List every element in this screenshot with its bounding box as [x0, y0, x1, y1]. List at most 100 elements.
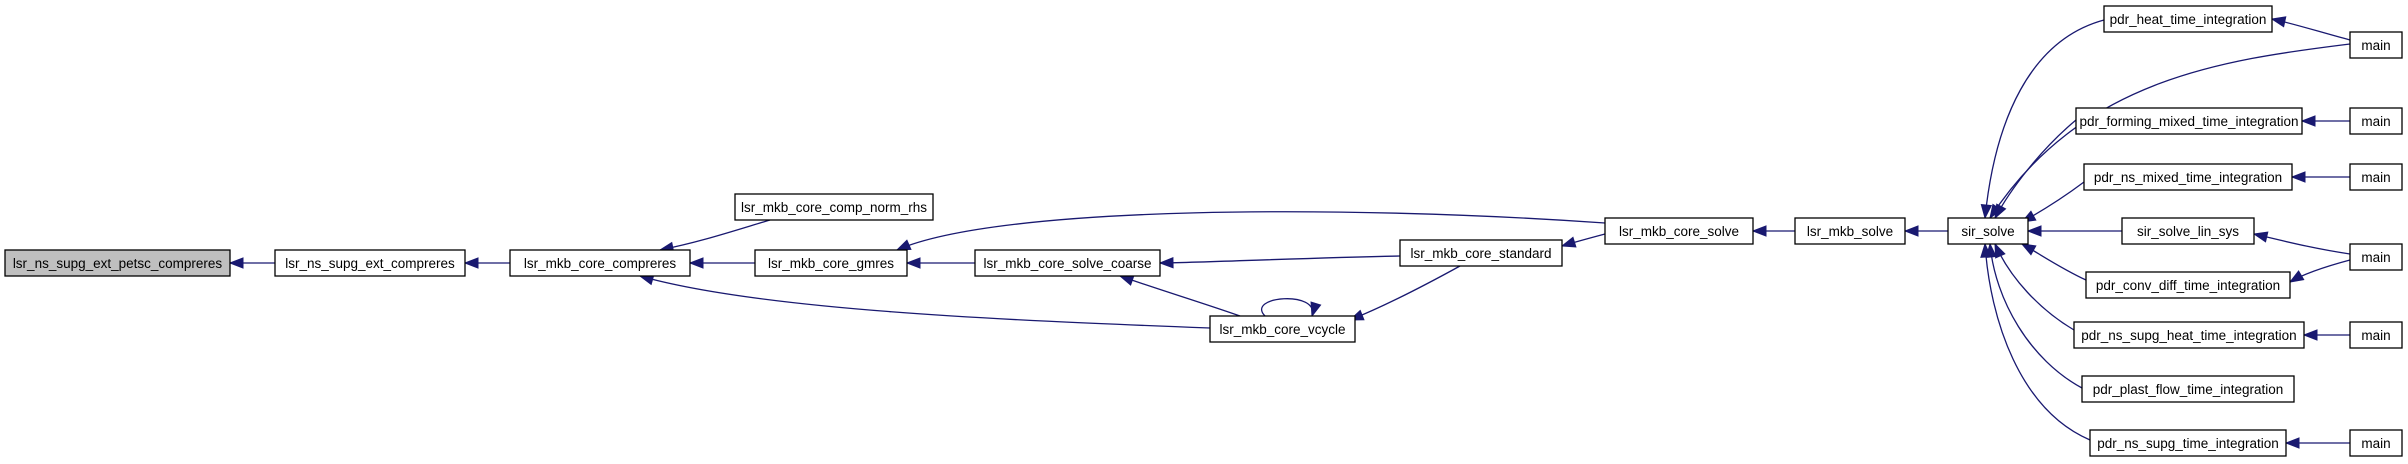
- call-edge-n12-to-n10: [1994, 119, 2077, 220]
- function-node-lsr-mkb-core-standard[interactable]: lsr_mkb_core_standard: [1399, 239, 1563, 267]
- function-node-lsr-ns-supg-ext-petsc-compreres[interactable]: lsr_ns_supg_ext_petsc_compreres: [4, 249, 231, 277]
- call-edge-n10-to-n9: [1903, 225, 1948, 237]
- call-edge-n13-to-n10: [2020, 181, 2085, 223]
- node-label: main: [2361, 436, 2390, 451]
- node-label: pdr_heat_time_integration: [2110, 12, 2267, 27]
- function-node-main[interactable]: main: [2349, 429, 2403, 457]
- node-box: [2089, 429, 2287, 457]
- edge-line: [1984, 243, 2091, 441]
- function-node-lsr-mkb-solve[interactable]: lsr_mkb_solve: [1794, 217, 1906, 245]
- arrowhead-icon: [2288, 270, 2305, 283]
- node-label: pdr_ns_mixed_time_integration: [2094, 170, 2282, 185]
- call-edge-n14-to-n10: [2026, 225, 2122, 237]
- node-box: [4, 249, 231, 277]
- call-edge-n2-to-n1: [463, 257, 510, 269]
- node-label: lsr_mkb_core_solve_coarse: [983, 256, 1151, 271]
- arrowhead-icon: [228, 257, 244, 269]
- node-box: [2121, 217, 2255, 245]
- arrowhead-icon: [2020, 243, 2037, 256]
- arrowhead-icon: [2284, 437, 2300, 449]
- function-node-pdr-heat-time-integration[interactable]: pdr_heat_time_integration: [2103, 5, 2273, 33]
- call-edge-n4-to-n2: [688, 257, 755, 269]
- function-node-main[interactable]: main: [2349, 163, 2403, 191]
- arrowhead-icon: [1980, 242, 1992, 258]
- call-edge-n11-to-n10: [1980, 19, 2105, 220]
- function-node-lsr-mkb-core-comp-norm-rhs[interactable]: lsr_mkb_core_comp_norm_rhs: [734, 193, 934, 221]
- edge-line: [1984, 19, 2105, 219]
- call-edge-n9-to-n8: [1751, 225, 1795, 237]
- function-node-lsr-mkb-core-gmres[interactable]: lsr_mkb_core_gmres: [754, 249, 908, 277]
- edge-line: [1349, 265, 1461, 321]
- edge-line: [1261, 298, 1314, 317]
- arrowhead-icon: [1994, 242, 2006, 259]
- arrowhead-icon: [2302, 329, 2318, 341]
- arrowhead-icon: [1903, 225, 1919, 237]
- function-node-main[interactable]: main: [2349, 243, 2403, 271]
- function-node-lsr-mkb-core-compreres[interactable]: lsr_mkb_core_compreres: [509, 249, 691, 277]
- function-node-lsr-mkb-core-solve-coarse[interactable]: lsr_mkb_core_solve_coarse: [974, 249, 1161, 277]
- call-edge-n22-to-n14: [2252, 231, 2351, 255]
- call-edge-n7-to-n5: [1158, 255, 1401, 269]
- edge-line: [659, 219, 771, 251]
- node-box: [1947, 217, 2029, 245]
- node-label: main: [2361, 170, 2390, 185]
- call-edge-n15-to-n10: [2020, 243, 2087, 281]
- node-label: lsr_mkb_core_vcycle: [1219, 322, 1345, 337]
- arrowhead-icon: [1560, 236, 1577, 248]
- node-box: [1604, 217, 1754, 245]
- arrowhead-icon: [895, 239, 912, 251]
- node-box: [274, 249, 466, 277]
- node-label: main: [2361, 250, 2390, 265]
- edge-line: [2253, 233, 2351, 255]
- function-node-pdr-ns-mixed-time-integration[interactable]: pdr_ns_mixed_time_integration: [2083, 163, 2293, 191]
- node-label: main: [2361, 114, 2390, 129]
- node-label: pdr_plast_flow_time_integration: [2093, 382, 2284, 397]
- node-box: [2103, 5, 2273, 33]
- edge-line: [896, 211, 1606, 251]
- edge-line: [639, 275, 1211, 329]
- arrowhead-icon: [1994, 203, 2007, 220]
- node-box: [2075, 107, 2303, 135]
- call-edge-n8-to-n7: [1560, 233, 1606, 248]
- node-box: [2073, 321, 2305, 349]
- call-edge-n22-to-n15: [2288, 259, 2351, 283]
- function-node-pdr-ns-supg-time-integration[interactable]: pdr_ns_supg_time_integration: [2089, 429, 2287, 457]
- call-edge-n18-to-n10: [1980, 242, 2091, 441]
- function-node-lsr-mkb-core-vcycle[interactable]: lsr_mkb_core_vcycle: [1209, 315, 1356, 343]
- node-box: [2349, 107, 2403, 135]
- node-box: [509, 249, 691, 277]
- function-node-main[interactable]: main: [2349, 321, 2403, 349]
- function-node-main[interactable]: main: [2349, 31, 2403, 59]
- function-node-pdr-conv-diff-time-integration[interactable]: pdr_conv_diff_time_integration: [2085, 271, 2291, 299]
- function-node-pdr-plast-flow-time-integration[interactable]: pdr_plast_flow_time_integration: [2081, 375, 2295, 403]
- node-label: lsr_mkb_core_comp_norm_rhs: [741, 200, 927, 215]
- node-label: sir_solve: [1961, 224, 2014, 239]
- node-label: sir_solve_lin_sys: [2137, 224, 2239, 239]
- call-edge-n7-to-n6: [1348, 265, 1461, 321]
- function-node-sir-solve[interactable]: sir_solve: [1947, 217, 2029, 245]
- arrowhead-icon: [1118, 275, 1135, 286]
- call-edge-n6-to-n5: [1118, 275, 1241, 317]
- call-edge-n5-to-n4: [905, 257, 975, 269]
- function-node-pdr-forming-mixed-time-integration[interactable]: pdr_forming_mixed_time_integration: [2075, 107, 2303, 135]
- arrowhead-icon: [2026, 225, 2042, 237]
- function-node-pdr-ns-supg-heat-time-integration[interactable]: pdr_ns_supg_heat_time_integration: [2073, 321, 2305, 349]
- function-node-sir-solve-lin-sys[interactable]: sir_solve_lin_sys: [2121, 217, 2255, 245]
- node-label: lsr_mkb_core_gmres: [768, 256, 894, 271]
- edge-line: [1159, 255, 1401, 264]
- node-box: [1209, 315, 1356, 343]
- edge-line: [1994, 243, 2075, 331]
- node-label: lsr_mkb_solve: [1807, 224, 1893, 239]
- node-box: [754, 249, 908, 277]
- arrowhead-icon: [1310, 301, 1322, 318]
- function-node-lsr-mkb-core-solve[interactable]: lsr_mkb_core_solve: [1604, 217, 1754, 245]
- function-node-main[interactable]: main: [2349, 107, 2403, 135]
- edge-line: [1119, 275, 1241, 317]
- call-edge-n23-to-n16: [2302, 329, 2350, 341]
- node-box: [2349, 163, 2403, 191]
- function-node-lsr-ns-supg-ext-compreres[interactable]: lsr_ns_supg_ext_compreres: [274, 249, 466, 277]
- node-label: pdr_ns_supg_heat_time_integration: [2081, 328, 2296, 343]
- node-label: lsr_ns_supg_ext_compreres: [285, 256, 455, 271]
- node-box: [2085, 271, 2291, 299]
